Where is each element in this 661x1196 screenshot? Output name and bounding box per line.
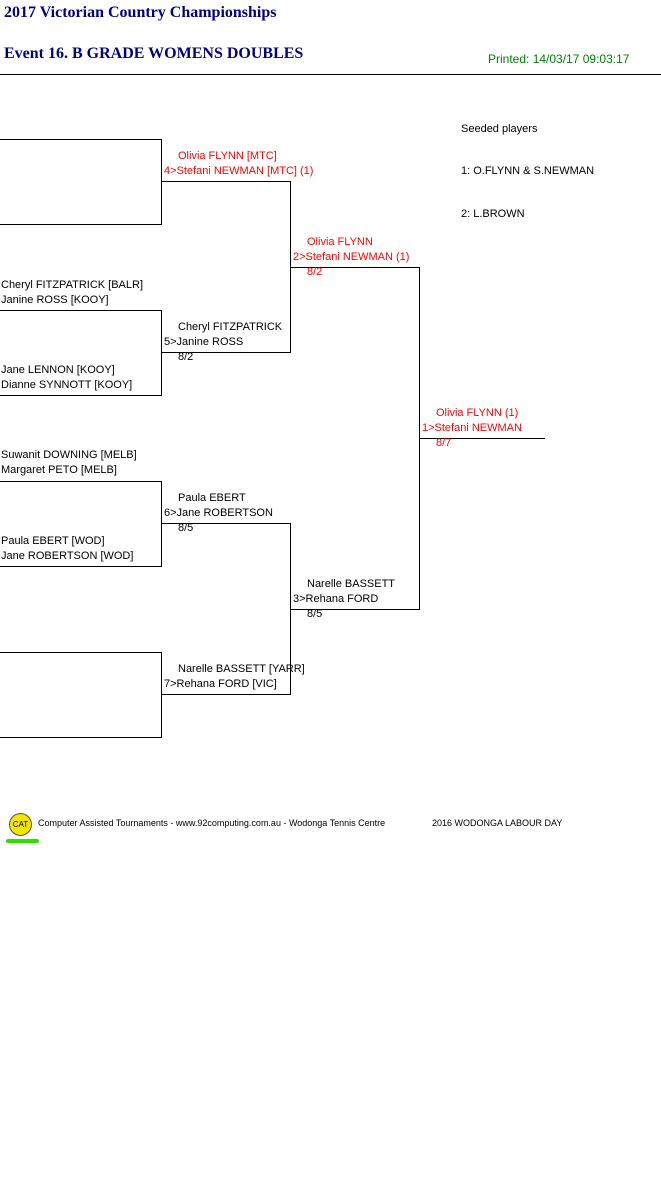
r2-winner: Cheryl FITZPATRICK: [178, 321, 283, 333]
r3-winner: Olivia FLYNN: [307, 236, 373, 248]
r1-player: Janine ROSS [KOOY]: [1, 294, 109, 306]
tournament-title: 2017 Victorian Country Championships: [4, 4, 277, 21]
final-score: 8/7: [436, 437, 452, 449]
r1-player: Cheryl FITZPATRICK [BALR]: [1, 279, 144, 291]
footer-event: 2016 WODONGA LABOUR DAY: [432, 818, 563, 828]
r3-score: 8/2: [307, 266, 323, 278]
champion: Olivia FLYNN (1): [436, 407, 519, 419]
r2-winner: Narelle BASSETT [YARR]: [178, 663, 305, 675]
event-title: Event 16. B GRADE WOMENS DOUBLES: [4, 45, 304, 62]
r1-player: Dianne SYNNOTT [KOOY]: [1, 379, 133, 391]
r3-winner: Narelle BASSETT: [307, 578, 396, 590]
footer-credit: Computer Assisted Tournaments - www.92co…: [38, 818, 386, 828]
printed-timestamp: Printed: 14/03/17 09:03:17: [488, 52, 630, 66]
r2-winner: 6>Jane ROBERTSON: [164, 507, 273, 519]
r2-winner: 7>Rehana FORD [VIC]: [164, 678, 277, 690]
cat-logo-underline: [6, 839, 39, 843]
r2-score: 8/5: [178, 522, 194, 534]
header-divider: [0, 74, 661, 75]
cat-logo: CAT: [9, 813, 32, 836]
r3-winner: 3>Rehana FORD: [293, 593, 379, 605]
r3-score: 8/5: [307, 608, 323, 620]
r2-winner: Olivia FLYNN [MTC]: [178, 150, 277, 162]
r1-player: Jane LENNON [KOOY]: [1, 364, 115, 376]
r2-winner: 5>Janine ROSS: [164, 336, 244, 348]
champion: 1>Stefani NEWMAN: [422, 422, 522, 434]
r1-player: Paula EBERT [WOD]: [1, 535, 105, 547]
seeded-players-heading: Seeded players: [461, 123, 538, 135]
r2-winner: Paula EBERT: [178, 492, 246, 504]
r2-score: 8/2: [178, 351, 194, 363]
r1-player: Margaret PETO [MELB]: [1, 464, 117, 476]
r1-player: Jane ROBERTSON [WOD]: [1, 550, 134, 562]
seed-1: 1: O.FLYNN & S.NEWMAN: [461, 165, 595, 177]
r3-winner: 2>Stefani NEWMAN (1): [293, 251, 410, 263]
seed-2: 2: L.BROWN: [461, 208, 525, 220]
r1-player: Suwanit DOWNING [MELB]: [1, 449, 137, 461]
r2-winner: 4>Stefani NEWMAN [MTC] (1): [164, 165, 314, 177]
